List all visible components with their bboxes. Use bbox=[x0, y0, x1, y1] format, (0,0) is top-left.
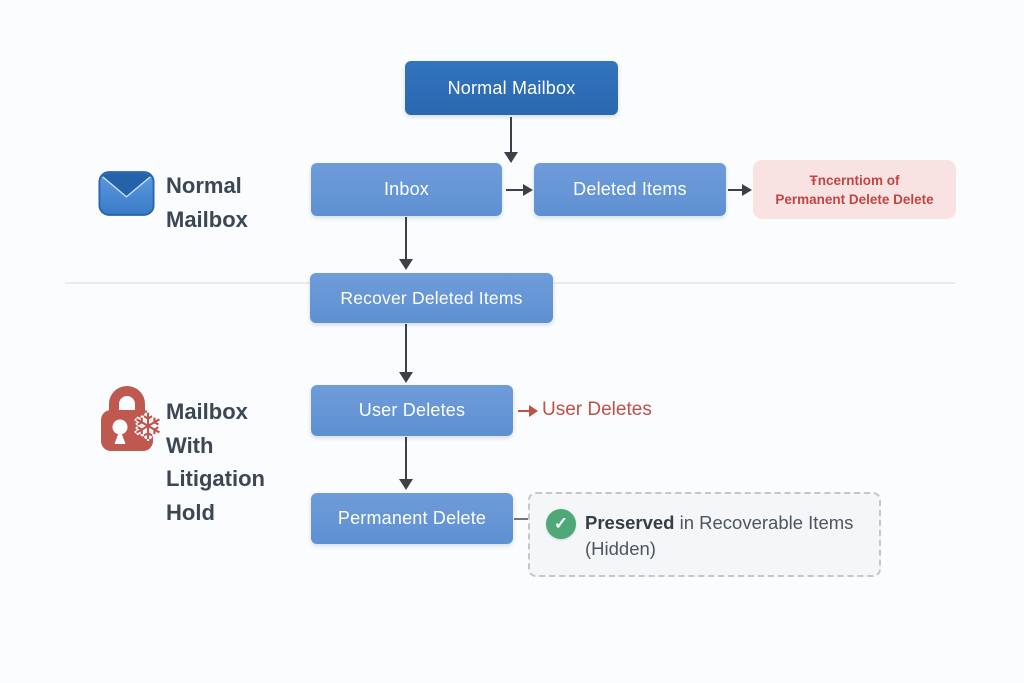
check-icon: ✓ bbox=[546, 509, 576, 539]
preserved-text-line2: (Hidden) bbox=[585, 538, 656, 559]
legend-line: Normal bbox=[166, 173, 242, 198]
check-glyph: ✓ bbox=[553, 514, 569, 533]
preserved-note-box bbox=[528, 492, 881, 577]
flow-box-permanent-delete: Permanent Delete bbox=[311, 493, 513, 544]
legend-line: Hold bbox=[166, 499, 215, 525]
preserved-rest: in Recoverable Items bbox=[674, 512, 854, 533]
flow-box-label: Deleted Items bbox=[573, 179, 687, 199]
flow-box-inbox: Inbox bbox=[311, 163, 502, 216]
legend-litigation-hold-label: Mailbox With Litigation Hold bbox=[166, 395, 265, 529]
legend-normal-mailbox-label: Normal Mailbox bbox=[166, 169, 248, 236]
flow-box-label: Permanent Delete bbox=[337, 508, 487, 528]
note-line: Ŧncerntiom of bbox=[809, 172, 900, 188]
legend-line: With bbox=[166, 432, 214, 458]
lock-icon bbox=[101, 386, 153, 451]
flow-box-deleted-items: Deleted Items bbox=[534, 163, 726, 216]
legend-line: Mailbox bbox=[166, 399, 248, 424]
preserved-text-line1: Preserved in Recoverable Items bbox=[585, 512, 853, 534]
flow-box-label: Recover Deleted Items bbox=[340, 287, 523, 308]
flow-box-normal-mailbox: Normal Mailbox bbox=[405, 61, 618, 115]
permanent-delete-note: Ŧncerntiom of Permanent Delete Delete bbox=[753, 160, 956, 219]
flow-box-user-deletes: User Deletes bbox=[311, 385, 513, 436]
note-line: Permanent Delete Delete bbox=[775, 191, 934, 207]
snowflake-icon: ❄ bbox=[133, 406, 164, 447]
preserved-bold: Preserved bbox=[585, 512, 675, 533]
flow-box-recover-deleted-items: Recover Deleted Items bbox=[310, 273, 553, 323]
flow-box-label: Inbox bbox=[383, 179, 430, 199]
legend-line: Mailbox bbox=[166, 206, 248, 232]
user-deletes-annotation: User Deletes bbox=[542, 399, 652, 420]
envelope-icon bbox=[98, 171, 155, 216]
flow-box-label: Normal Mailbox bbox=[447, 77, 576, 98]
flow-box-label: User Deletes bbox=[358, 400, 466, 420]
legend-line: Litigation bbox=[166, 466, 265, 491]
